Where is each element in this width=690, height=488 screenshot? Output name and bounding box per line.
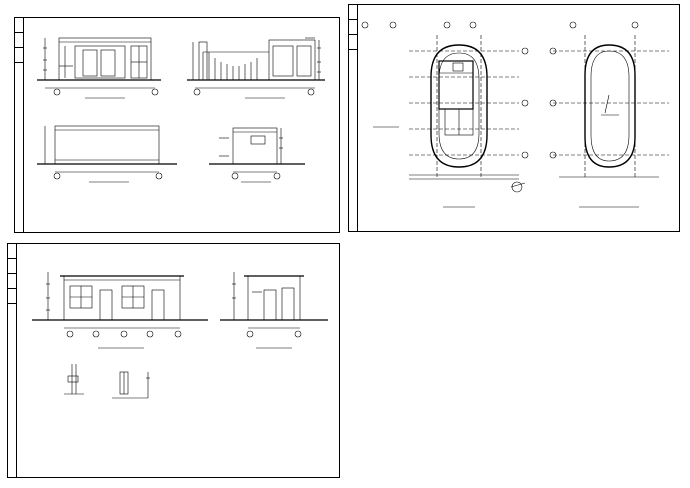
end-elevation bbox=[209, 127, 305, 183]
sections-drawing bbox=[32, 272, 328, 399]
elevations-drawing bbox=[37, 37, 325, 183]
ground-floor-plan bbox=[361, 21, 529, 208]
detail-parapet bbox=[64, 364, 84, 395]
rear-elevation bbox=[37, 125, 177, 183]
drawing-sheet-sections bbox=[7, 243, 340, 478]
title-strip bbox=[349, 5, 358, 231]
title-strip bbox=[15, 18, 24, 232]
plans-drawing bbox=[361, 21, 669, 208]
title-strip bbox=[8, 244, 17, 477]
section-2-2 bbox=[220, 272, 328, 349]
roof-plan bbox=[549, 21, 669, 208]
drawing-sheet-elevations bbox=[14, 17, 340, 233]
detail-window bbox=[112, 371, 150, 399]
front-elevation bbox=[37, 37, 161, 99]
side-elevation bbox=[187, 37, 325, 99]
drawing-sheet-plans bbox=[348, 4, 680, 232]
section-1-1 bbox=[32, 272, 208, 349]
